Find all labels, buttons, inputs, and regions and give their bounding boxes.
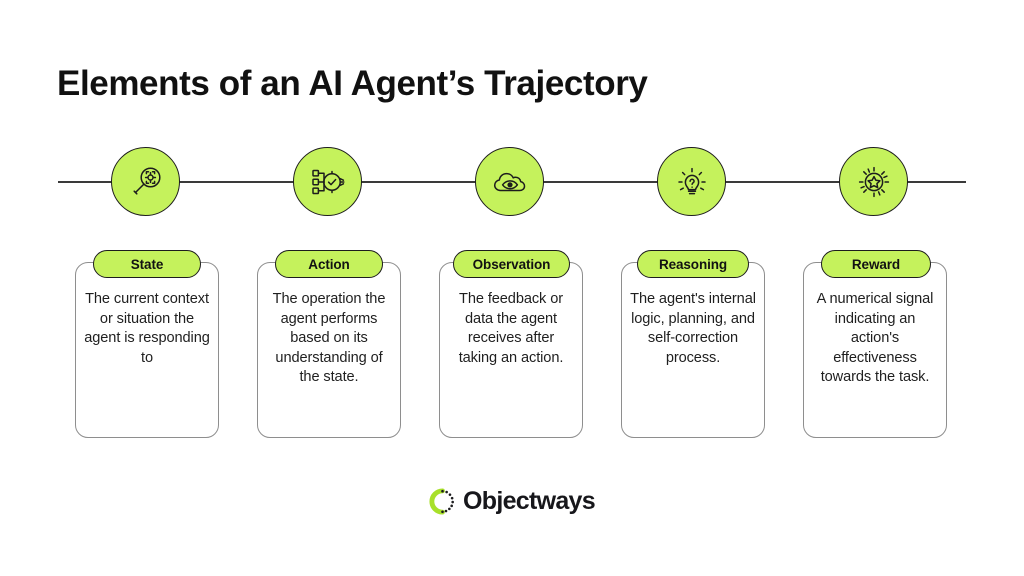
timeline-node-state[interactable] xyxy=(111,147,180,216)
card-description: The operation the agent performs based o… xyxy=(272,291,386,386)
card-label-action[interactable]: Action xyxy=(275,250,383,278)
timeline-node-observation[interactable] xyxy=(475,147,544,216)
process-check-nodes-icon xyxy=(307,161,349,203)
card-description: The agent's internal logic, planning, an… xyxy=(630,291,756,366)
brand-logo: Objectways xyxy=(0,487,1024,516)
objectways-ring-icon xyxy=(429,488,456,515)
card-label-reward[interactable]: Reward xyxy=(821,250,931,278)
page-title: Elements of an AI Agent’s Trajectory xyxy=(57,64,648,103)
card-label-state[interactable]: State xyxy=(93,250,201,278)
card-label-reasoning[interactable]: Reasoning xyxy=(637,250,749,278)
timeline-node-reasoning[interactable] xyxy=(657,147,726,216)
card-reward: A numerical signal indicating an action'… xyxy=(803,262,947,438)
timeline-node-reward[interactable] xyxy=(839,147,908,216)
card-action: The operation the agent performs based o… xyxy=(257,262,401,438)
timeline-node-action[interactable] xyxy=(293,147,362,216)
card-reasoning: The agent's internal logic, planning, an… xyxy=(621,262,765,438)
card-label-observation[interactable]: Observation xyxy=(453,250,570,278)
card-state: The current context or situation the age… xyxy=(75,262,219,438)
magnifier-target-icon xyxy=(126,162,166,202)
card-description: The feedback or data the agent receives … xyxy=(458,291,564,366)
cloud-eye-icon xyxy=(489,161,531,203)
card-description: The current context or situation the age… xyxy=(84,291,210,366)
card-description: A numerical signal indicating an action'… xyxy=(816,291,934,386)
brand-name: Objectways xyxy=(463,487,596,515)
lightbulb-question-icon xyxy=(671,161,713,203)
star-burst-icon xyxy=(853,161,895,203)
card-observation: The feedback or data the agent receives … xyxy=(439,262,583,438)
